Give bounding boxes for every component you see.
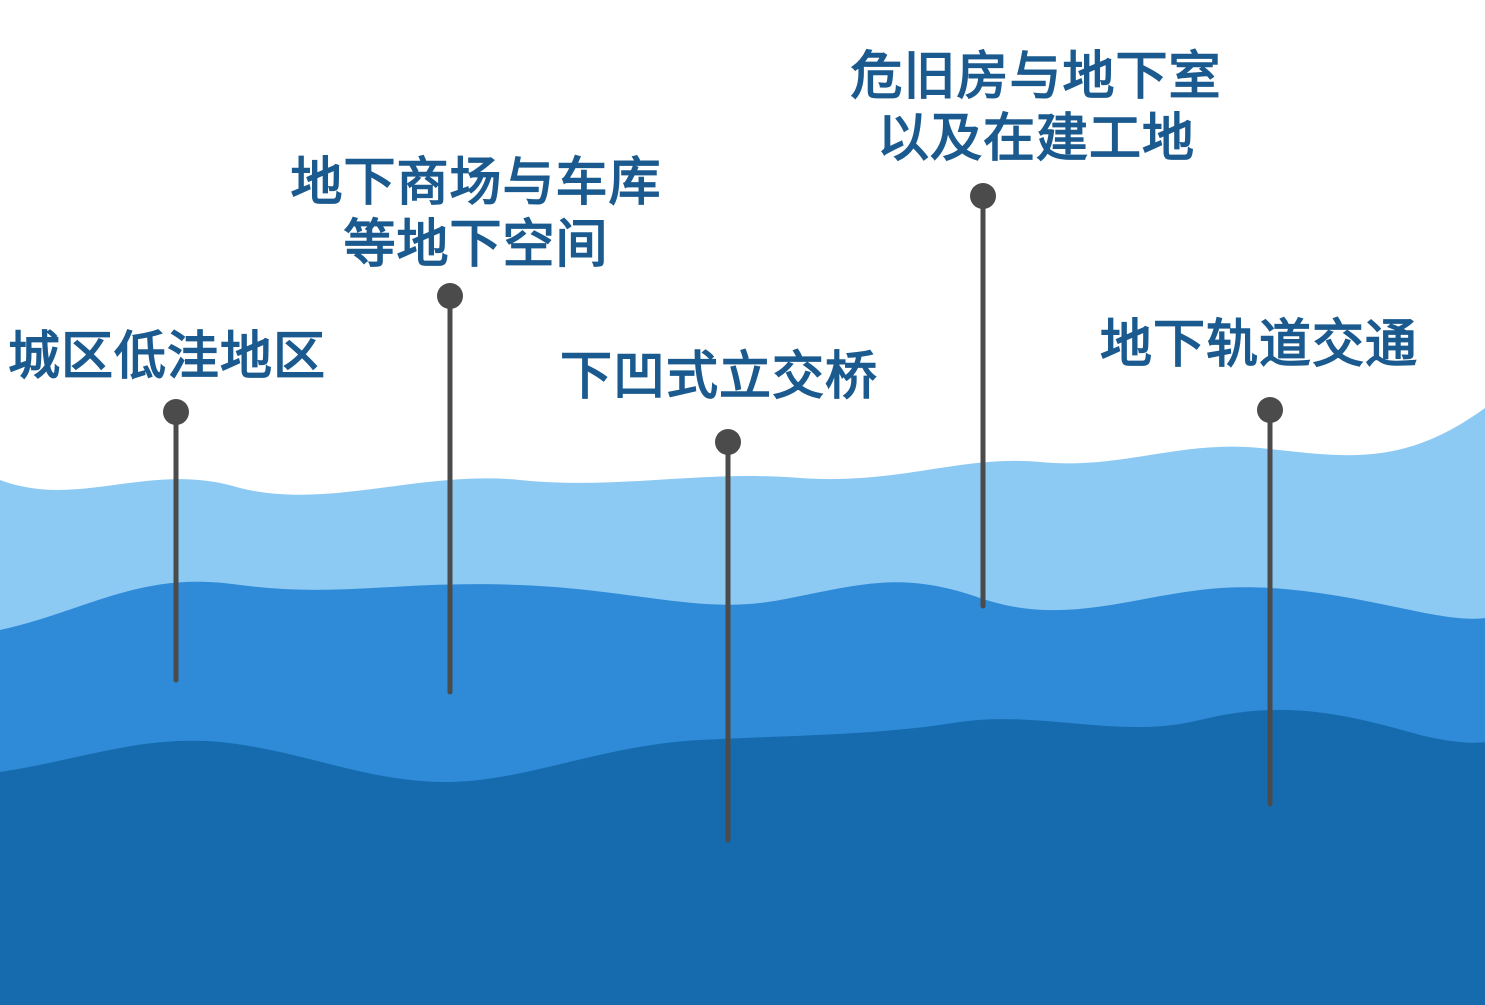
label-lowland: 城区低洼地区 <box>8 326 326 388</box>
pin-head <box>1257 397 1283 423</box>
label-subway: 地下轨道交通 <box>1100 314 1418 376</box>
label-line: 以及在建工地 <box>876 109 1195 169</box>
label-line: 等地下空间 <box>343 215 609 275</box>
label-line: 危旧房与地下室 <box>850 47 1222 107</box>
pin-subway <box>1257 397 1283 807</box>
label-underground-mall: 地下商场与车库 等地下空间 <box>276 152 676 276</box>
label-line: 地下轨道交通 <box>1100 315 1419 375</box>
label-line: 地下商场与车库 <box>290 153 662 213</box>
pin-old <box>970 183 996 609</box>
wave-dark-layer <box>0 709 1485 1005</box>
pin-bridge <box>715 429 741 843</box>
pin-head <box>715 429 741 455</box>
label-old-buildings: 危旧房与地下室 以及在建工地 <box>836 46 1236 170</box>
label-line: 下凹式立交桥 <box>560 347 879 407</box>
pin-lowland <box>163 399 189 683</box>
pin-head <box>970 183 996 209</box>
label-line: 城区低洼地区 <box>8 327 327 387</box>
pin-head <box>163 399 189 425</box>
pin-head <box>437 283 463 309</box>
pin-mall <box>437 283 463 695</box>
label-sunken-overpass: 下凹式立交桥 <box>560 346 878 408</box>
